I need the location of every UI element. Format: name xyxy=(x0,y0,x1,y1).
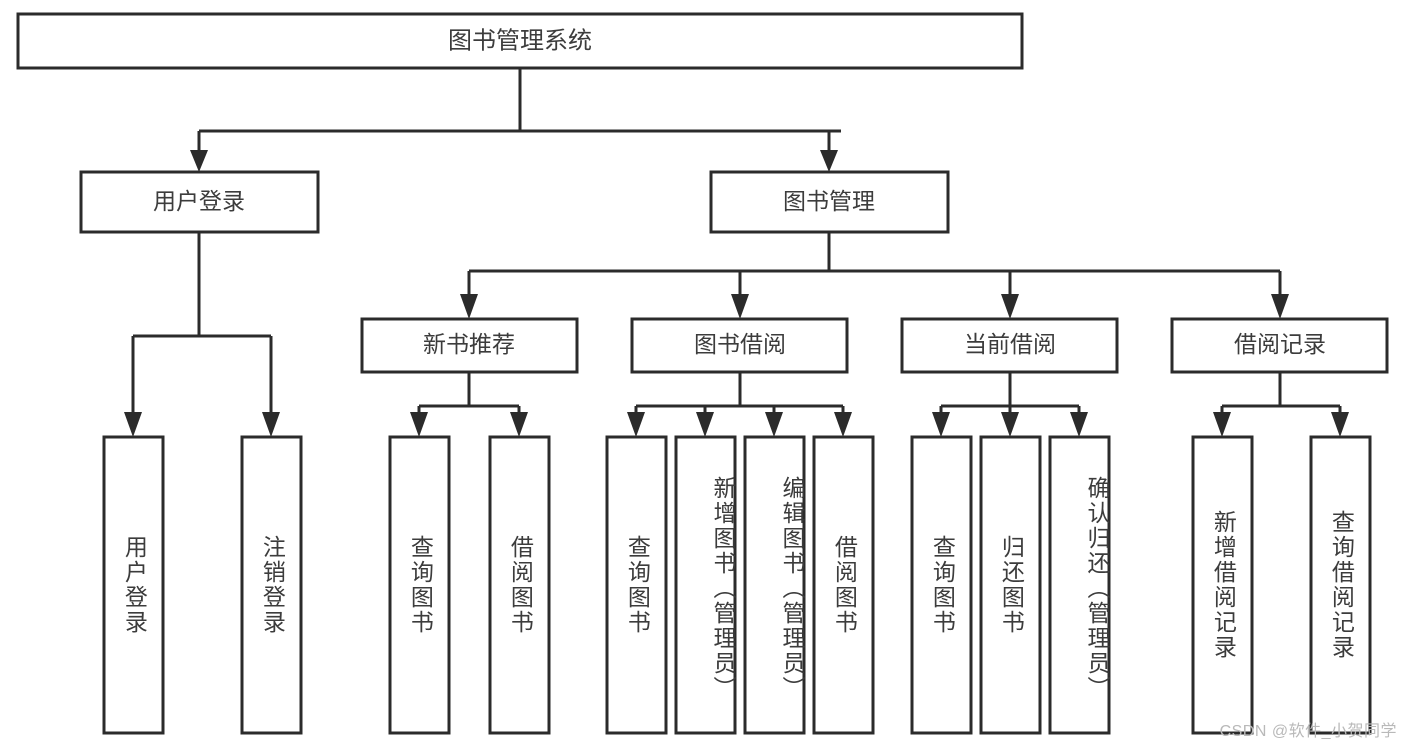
leaf-box-borrow-borrow[interactable] xyxy=(812,435,875,735)
leaf-box-borrow-add[interactable] xyxy=(674,435,737,735)
node-user-login-label: 用户登录 xyxy=(153,188,245,214)
watermark-text: CSDN @软件_小贺同学 xyxy=(1219,723,1397,740)
node-user-login[interactable]: 用户登录 xyxy=(79,170,320,234)
leaf-box-user-login[interactable] xyxy=(102,435,165,735)
connector-bookmgmt-to-level3 xyxy=(460,232,1289,319)
connector-userlogin-to-leaves xyxy=(124,232,280,437)
node-current-borrow-label: 当前借阅 xyxy=(964,331,1056,357)
node-new-book-recommend-label: 新书推荐 xyxy=(423,331,515,357)
node-root[interactable]: 图书管理系统 xyxy=(16,12,1024,70)
node-borrow-record[interactable]: 借阅记录 xyxy=(1170,317,1389,374)
leaf-box-user-logout[interactable] xyxy=(240,435,303,735)
connector-bookborrow-to-leaves xyxy=(627,372,852,437)
node-new-book-recommend[interactable]: 新书推荐 xyxy=(360,317,579,374)
connector-root-to-level2 xyxy=(190,68,841,172)
leaf-box-recommend-borrow[interactable] xyxy=(488,435,551,735)
leaf-box-current-confirm[interactable] xyxy=(1048,435,1111,735)
connector-newbook-to-leaves xyxy=(410,372,528,437)
node-current-borrow[interactable]: 当前借阅 xyxy=(900,317,1119,374)
node-borrow-record-label: 借阅记录 xyxy=(1234,331,1326,357)
node-book-borrow[interactable]: 图书借阅 xyxy=(630,317,849,374)
leaf-box-current-query[interactable] xyxy=(910,435,973,735)
connector-currentborrow-to-leaves xyxy=(932,372,1088,437)
node-book-management[interactable]: 图书管理 xyxy=(709,170,950,234)
leaf-box-record-query[interactable] xyxy=(1309,435,1372,735)
node-book-management-label: 图书管理 xyxy=(783,188,875,214)
leaf-box-borrow-query[interactable] xyxy=(605,435,668,735)
leaf-box-recommend-query[interactable] xyxy=(388,435,451,735)
connector-borrowrecord-to-leaves xyxy=(1213,372,1349,437)
leaf-box-record-add[interactable] xyxy=(1191,435,1254,735)
leaf-box-current-return[interactable] xyxy=(979,435,1042,735)
leaf-box-borrow-edit[interactable] xyxy=(743,435,806,735)
node-root-label: 图书管理系统 xyxy=(448,27,592,54)
node-book-borrow-label: 图书借阅 xyxy=(694,331,786,357)
